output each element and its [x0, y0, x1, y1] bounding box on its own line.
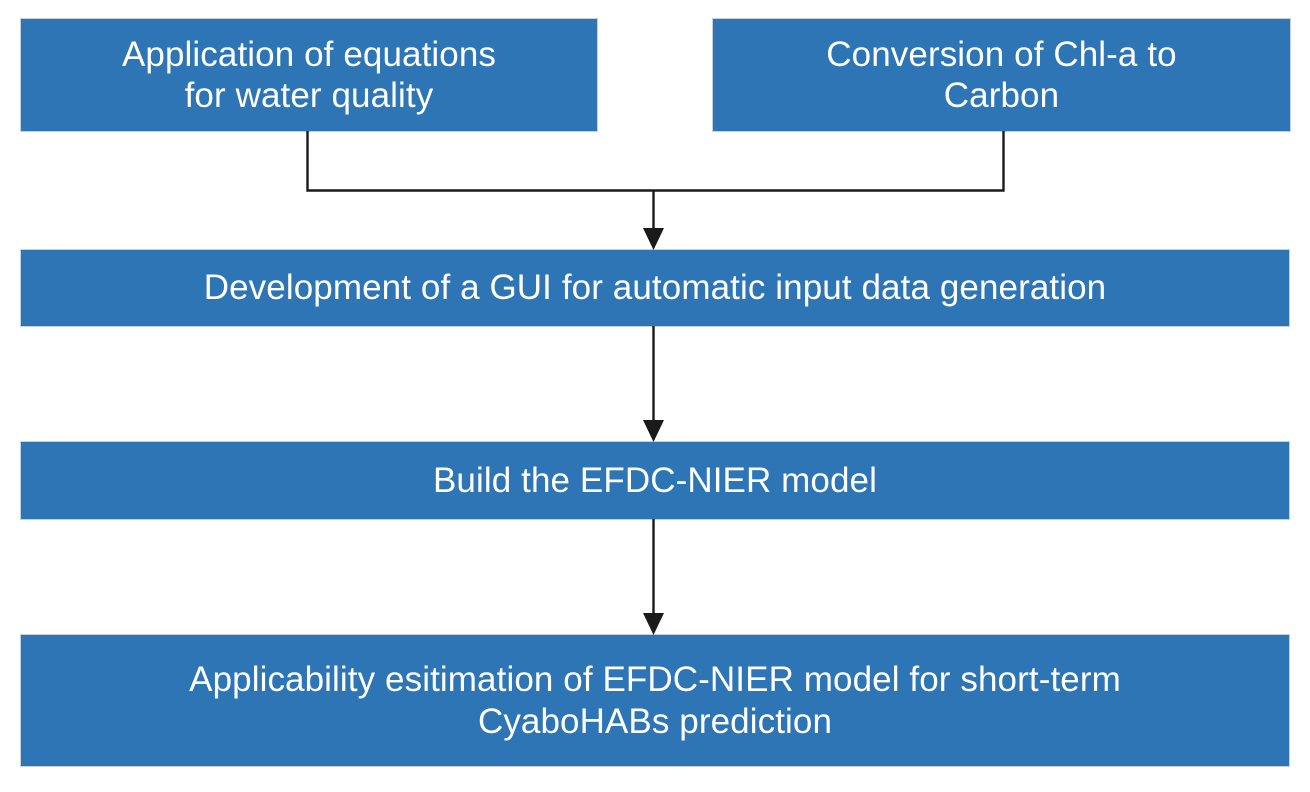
flow-node-applicability-label: Applicability esitimation of EFDC-NIER m…: [189, 660, 1121, 741]
connector-model-to-applicability: [643, 519, 664, 635]
flow-node-build-model[interactable]: Build the EFDC-NIER model: [21, 442, 1289, 519]
arrowhead-icon: [643, 420, 664, 442]
connector-merge-to-gui: [306, 131, 1005, 250]
flow-node-applicability[interactable]: Applicability esitimation of EFDC-NIER m…: [21, 635, 1289, 766]
flow-node-water-quality[interactable]: Application of equations for water quali…: [21, 19, 597, 131]
flow-node-water-quality-label: Application of equations for water quali…: [121, 34, 497, 115]
connector-gui-to-model: [643, 326, 664, 442]
flow-node-chla-carbon-label: Conversion of Chl-a to Carbon: [826, 34, 1177, 115]
arrowhead-icon: [643, 613, 664, 635]
flow-node-gui-development-label: Development of a GUI for automatic input…: [203, 268, 1107, 308]
arrowhead-icon: [643, 228, 664, 250]
flow-node-gui-development[interactable]: Development of a GUI for automatic input…: [21, 250, 1289, 326]
flow-node-build-model-label: Build the EFDC-NIER model: [432, 460, 878, 500]
flow-node-chla-carbon[interactable]: Conversion of Chl-a to Carbon: [713, 19, 1290, 131]
connector-merge-elbow-path: [306, 131, 1005, 192]
